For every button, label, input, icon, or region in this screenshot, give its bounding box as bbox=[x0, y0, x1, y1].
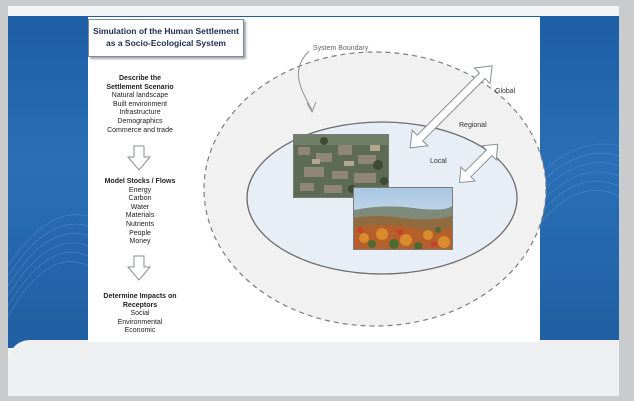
regional-label: Regional bbox=[459, 122, 487, 129]
global-label: Global bbox=[495, 88, 516, 95]
urban-aerial-photo bbox=[293, 134, 389, 198]
title-line-1: Simulation of the Human Settlement bbox=[93, 26, 239, 36]
system-boundary-label: System Boundary bbox=[313, 45, 369, 52]
step-model-flows: Model Stocks / Flows Energy Carbon Water… bbox=[92, 178, 188, 247]
step-heading: Determine Impacts on bbox=[103, 293, 177, 300]
step-item: Demographics bbox=[117, 117, 163, 125]
step-item: Infrastructure bbox=[119, 109, 161, 117]
step-item: Social bbox=[130, 310, 150, 318]
step-item: Energy bbox=[128, 186, 152, 194]
local-label: Local bbox=[430, 158, 447, 165]
down-arrow-icon bbox=[127, 145, 151, 171]
forest-landscape-photo bbox=[353, 187, 453, 250]
step-heading: Receptors bbox=[122, 301, 158, 309]
step-item: Commerce and trade bbox=[107, 126, 173, 134]
step-determine-impacts: Determine Impacts on Receptors Social En… bbox=[92, 293, 188, 336]
step-item: People bbox=[129, 229, 151, 237]
bottom-panel bbox=[8, 340, 619, 396]
step-heading: Describe the bbox=[118, 75, 162, 82]
step-item: Water bbox=[130, 203, 150, 211]
step-item: Nutrients bbox=[125, 220, 154, 228]
step-heading: Model Stocks / Flows bbox=[104, 178, 176, 185]
title-box: Simulation of the Human Settlement as a … bbox=[88, 19, 244, 57]
step-item: Money bbox=[129, 238, 151, 246]
boundary-pointer-arrowhead bbox=[306, 101, 317, 114]
step-item: Materials bbox=[125, 212, 155, 220]
step-item: Carbon bbox=[128, 195, 152, 203]
step-describe-scenario: Describe the Settlement Scenario Natural… bbox=[92, 75, 188, 135]
step-item: Environmental bbox=[117, 318, 163, 326]
down-arrow-icon bbox=[127, 255, 151, 281]
step-heading: Settlement Scenario bbox=[106, 83, 174, 91]
step-item: Natural landscape bbox=[111, 92, 169, 100]
global-double-arrow-icon bbox=[409, 65, 493, 149]
step-item: Economic bbox=[124, 327, 156, 335]
step-item: Built environment bbox=[112, 100, 168, 108]
local-double-arrow-icon bbox=[458, 143, 499, 184]
title-line-2: as a Socio-Ecological System bbox=[106, 38, 226, 48]
boundary-pointer-line bbox=[298, 50, 313, 111]
